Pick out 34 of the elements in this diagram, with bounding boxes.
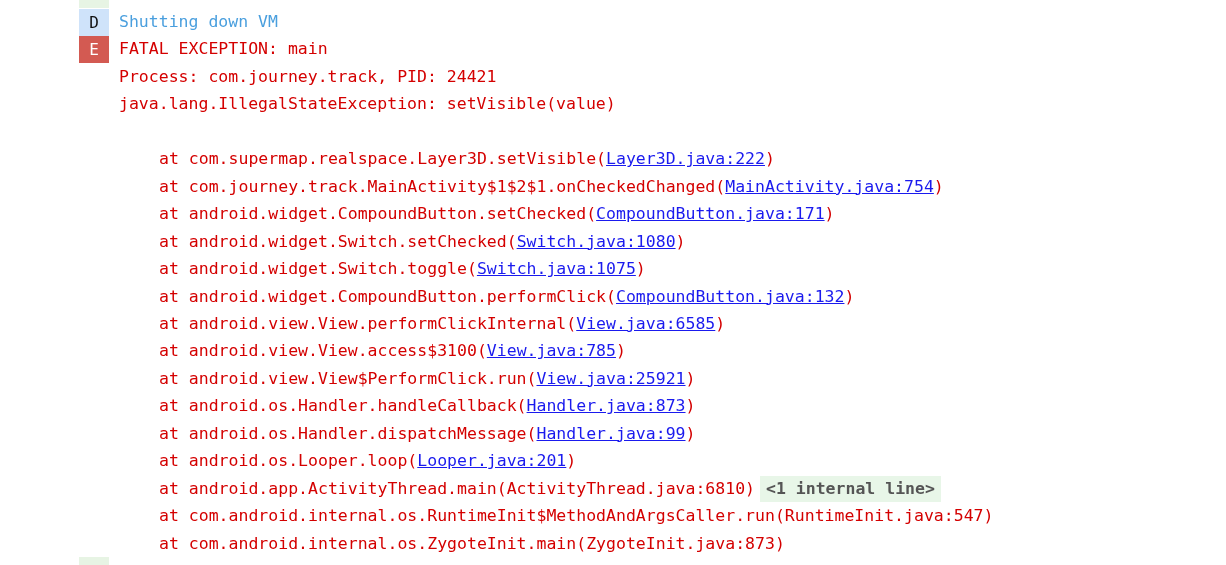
stack-trace-line: at android.widget.Switch.setChecked(Switch.java:1080) — [159, 230, 686, 253]
source-link: Switch.java:1075 — [476, 259, 636, 279]
source-link: Looper.java:201 — [417, 451, 567, 471]
source-link: Handler.java:873 — [526, 396, 686, 416]
stack-trace-line: at android.view.View.access$3100(View.java:785) — [159, 340, 626, 363]
source-link: CompoundButton.java:171 — [596, 204, 825, 224]
log-level-badge: E — [79, 35, 109, 63]
stack-trace-line: at android.os.Looper.loop(Looper.java:201) — [159, 450, 577, 473]
stack-trace-line: at com.journey.track.MainActivity$1$2$1.onCheckedChanged(MainActivity.java:754) — [159, 175, 944, 198]
source-link: MainActivity.java:754 — [725, 176, 934, 196]
collapsed-lines-tag: <1 internal line> — [760, 476, 941, 503]
log-level-badge: D — [79, 8, 109, 36]
source-link: View.java:785 — [486, 341, 616, 361]
source-link: Switch.java:1080 — [516, 231, 676, 251]
stack-trace-line: at android.widget.CompoundButton.setChecked(CompoundButton.java:171) — [159, 203, 835, 226]
stack-trace-line: at android.view.View.performClickInternal(View.java:6585) — [159, 312, 726, 335]
stack-trace-line: at com.android.internal.os.ZygoteInit.main(ZygoteInit.java:873) — [159, 532, 785, 555]
stack-trace-line: at com.android.internal.os.RuntimeInit$MethodAndArgsCaller.run(RuntimeInit.java:547) — [159, 505, 994, 528]
stack-trace-line: at android.app.ActivityThread.main(ActivityThread.java:6810) — [159, 477, 756, 500]
stack-trace-line: at com.supermap.realspace.Layer3D.setVisible(Layer3D.java:222) — [159, 148, 775, 171]
source-link: View.java:25921 — [536, 368, 686, 388]
source-link: View.java:6585 — [576, 313, 716, 333]
source-link: Layer3D.java:222 — [606, 149, 765, 169]
stack-trace-line: at android.widget.CompoundButton.performClick(CompoundButton.java:132) — [159, 285, 855, 308]
error-message: java.lang.IllegalStateException: setVisible(value) — [119, 93, 616, 116]
log-message: Shutting down VM — [119, 11, 278, 33]
source-link: CompoundButton.java:132 — [615, 286, 845, 306]
stack-trace-line: at android.os.Handler.handleCallback(Handler.java:873) — [159, 395, 696, 418]
stack-trace-line: at android.view.View$PerformClick.run(View.java:25921) — [159, 367, 696, 390]
stack-trace-line: at android.widget.Switch.toggle(Switch.java:1075) — [159, 258, 646, 281]
source-link: Handler.java:99 — [536, 423, 686, 443]
stack-trace-line: at android.os.Handler.dispatchMessage(Handler.java:99) — [159, 422, 696, 445]
error-message: Process: com.journey.track, PID: 24421 — [119, 65, 497, 88]
error-message: FATAL EXCEPTION: main — [119, 38, 328, 61]
